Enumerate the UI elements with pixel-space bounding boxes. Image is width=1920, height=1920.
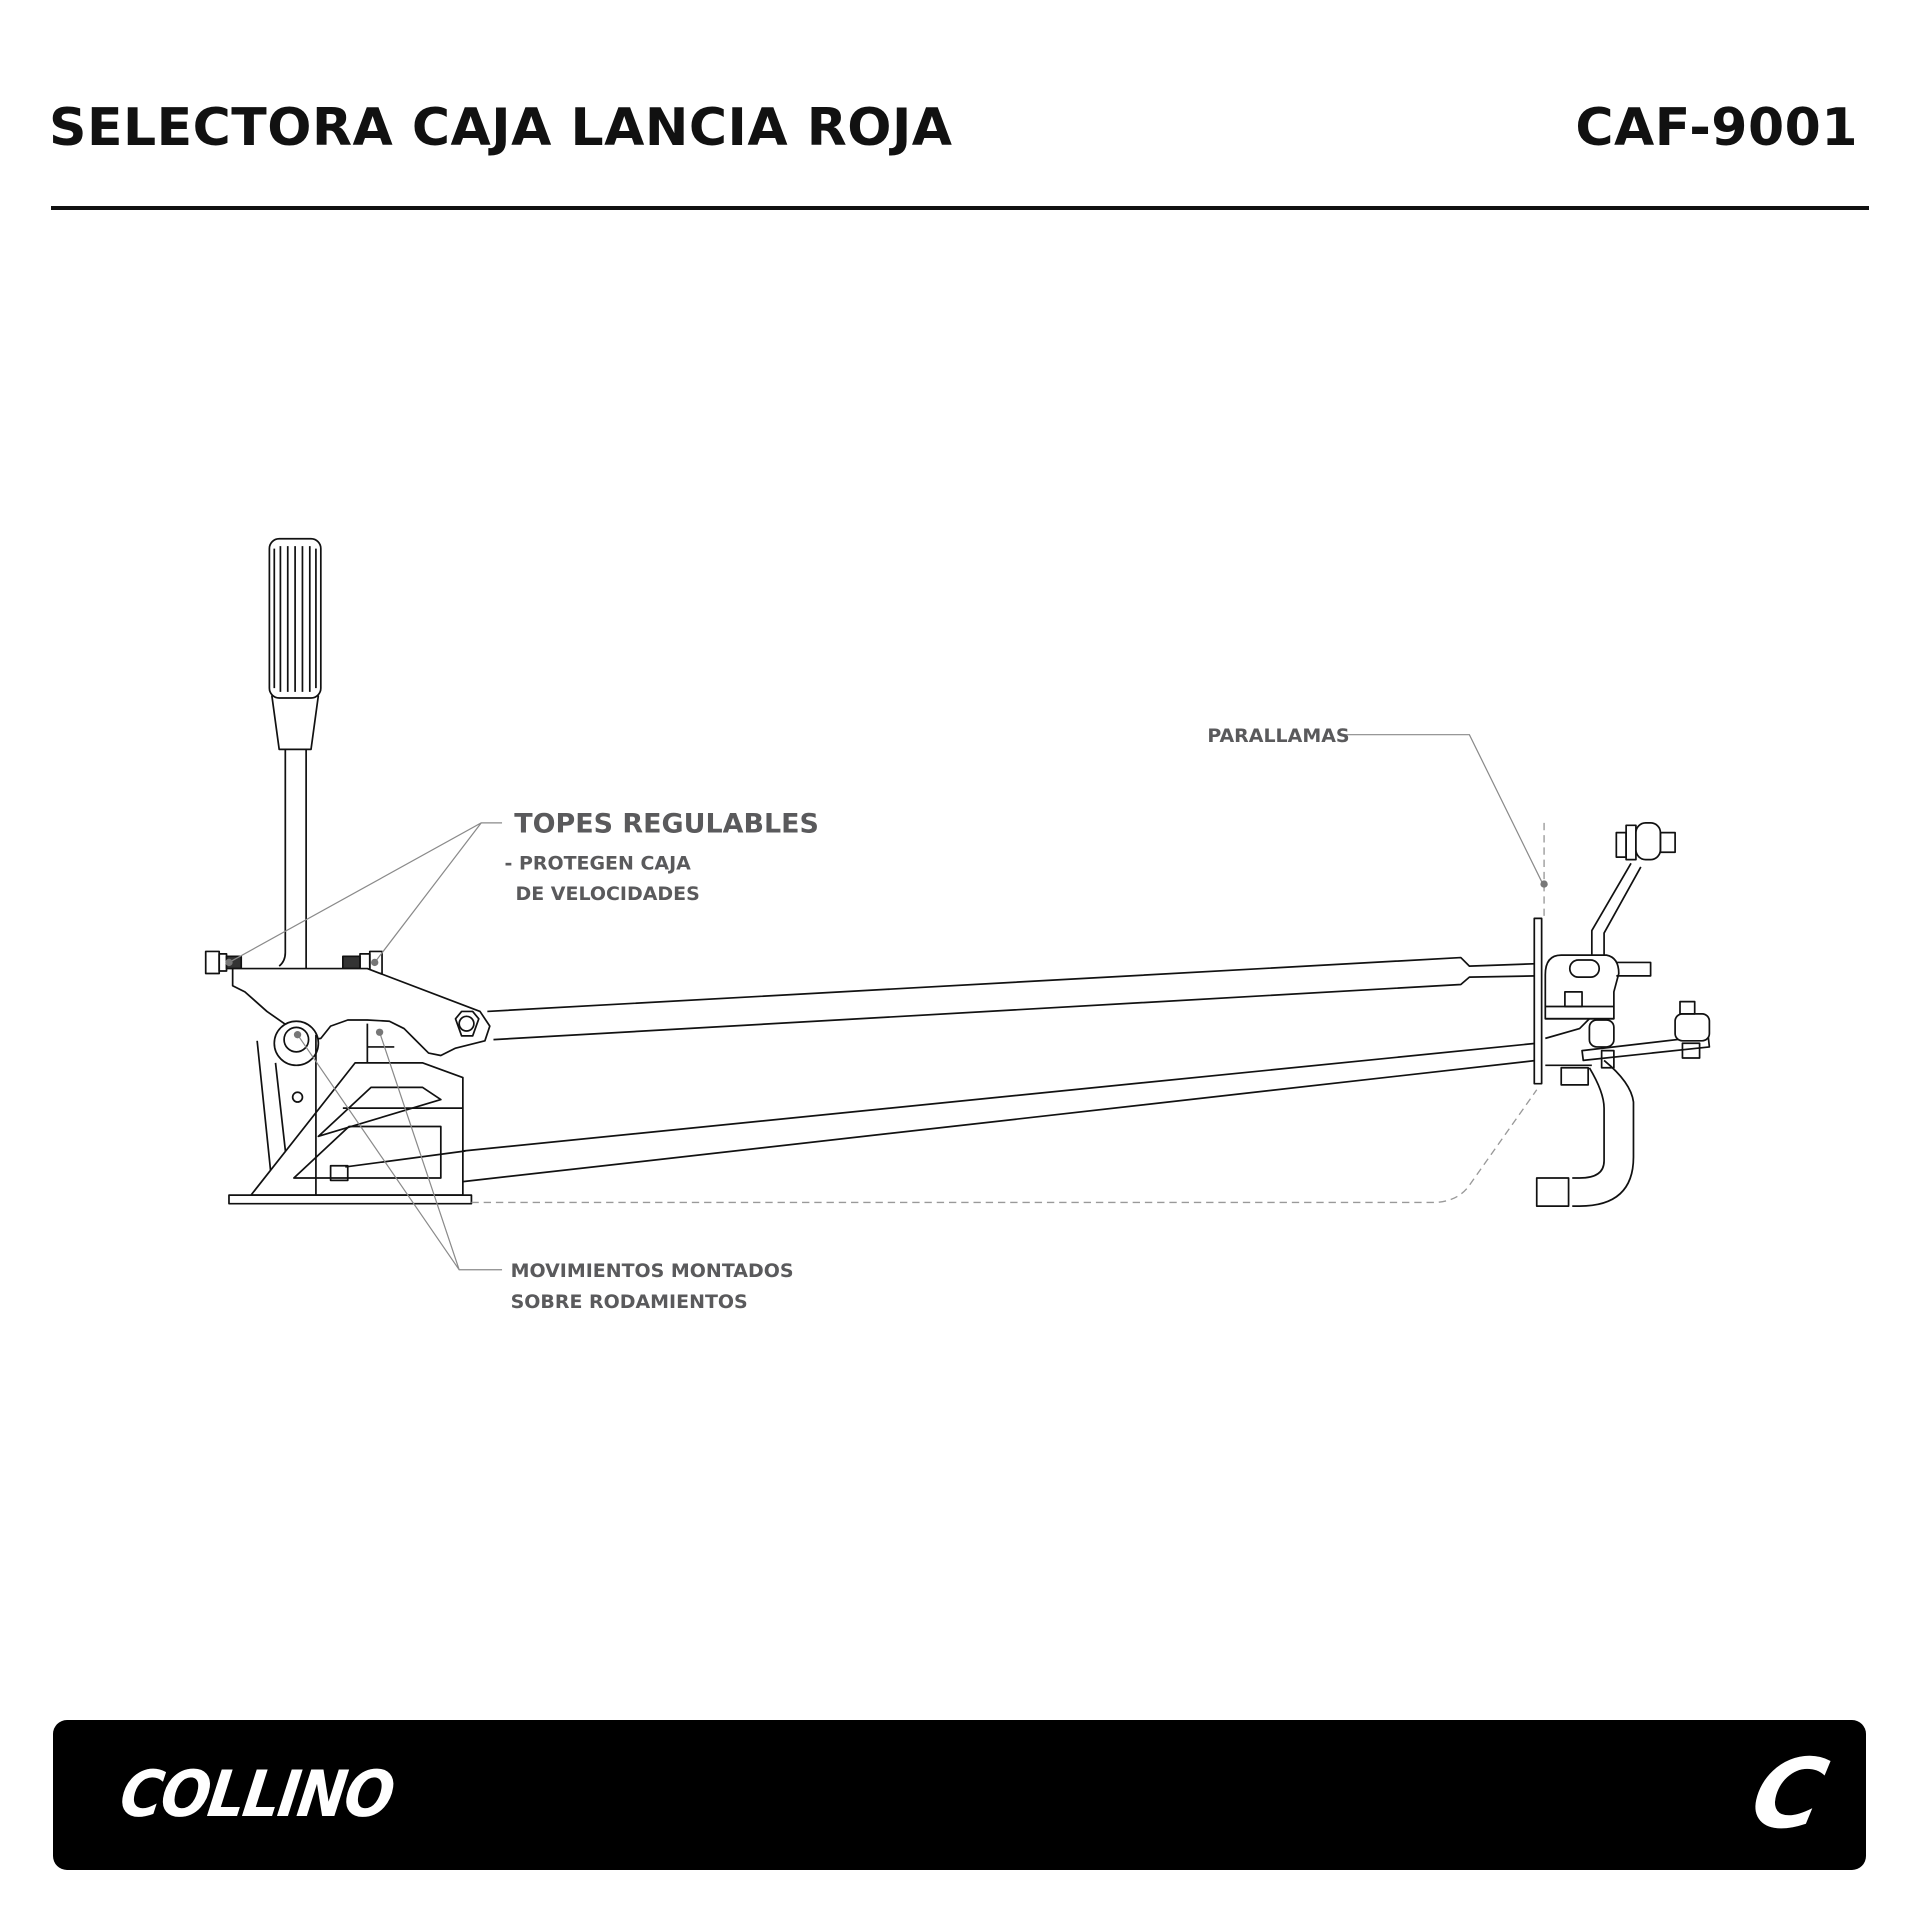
upper-rod [487,956,1537,1041]
header-divider [51,206,1869,210]
collino-c-mark-logo: C [1741,1738,1836,1850]
firewall-dashed-line [471,1089,1538,1204]
leader-lines [228,734,1544,1271]
label-topes-regulables: TOPES REGULABLES [514,809,819,840]
label-topes-line2: DE VELOCIDADES [516,883,700,905]
lower-rod [462,1042,1537,1183]
product-code: CAF-9001 [1575,98,1858,158]
shifter-knob [268,537,322,751]
collino-logo: COLLINO [115,1756,398,1832]
base-plate [228,1194,473,1205]
bearing-wheel [273,1020,320,1067]
rear-linkage [1535,822,1711,1207]
label-parallamas: PARALLAMAS [1207,725,1349,747]
product-title: SELECTORA CAJA LANCIA ROJA [49,98,953,158]
shifter-shaft [278,749,307,969]
label-movimientos-line1: MOVIMIENTOS MONTADOS [511,1260,794,1282]
firewall-plate [1533,917,1543,1085]
footer-bar: COLLINO C [53,1720,1866,1870]
label-topes-line1: - PROTEGEN CAJA [504,852,691,874]
label-movimientos-line2: SOBRE RODAMIENTOS [511,1291,748,1313]
shifter-body [231,967,491,1057]
